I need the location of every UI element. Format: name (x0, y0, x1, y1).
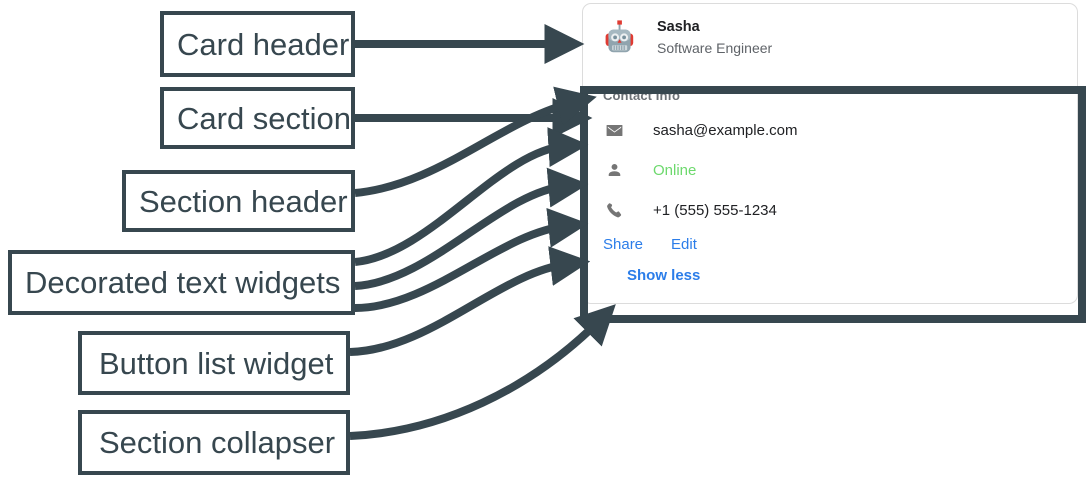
decorated-text-value: Online (653, 161, 697, 179)
edit-button[interactable]: Edit (671, 236, 697, 253)
decorated-text-widget-email: sasha@example.com (599, 117, 1061, 143)
card-header-text: Sasha Software Engineer (657, 18, 772, 58)
decorated-text-widget-status: Online (599, 157, 1061, 183)
card-header-title: Sasha (657, 19, 700, 36)
robot-avatar-icon (599, 16, 643, 60)
annotation-label-section-header: Section header (122, 170, 355, 232)
annotation-label-button-list-widget: Button list widget (78, 331, 350, 395)
annotation-label-text: Card header (177, 26, 350, 62)
section-collapser-button[interactable]: Show less (627, 267, 701, 284)
share-button[interactable]: Share (603, 236, 644, 253)
annotation-label-decorated-text-widgets: Decorated text widgets (8, 250, 355, 315)
arrow-decorated-2 (354, 167, 589, 290)
section-header: Contact Info (603, 88, 681, 103)
card-header-subtitle: Software Engineer (657, 39, 773, 56)
arrow-section-header (354, 86, 597, 197)
card-section: Contact Info sasha@example.com Online (583, 72, 1077, 303)
card-header: Sasha Software Engineer (583, 4, 1077, 72)
arrow-section-collapser (349, 304, 616, 440)
contact-card: Sasha Software Engineer Contact Info sas… (582, 3, 1078, 304)
annotation-label-text: Card section (177, 100, 352, 136)
person-icon (603, 159, 625, 181)
button-list-widget: Share Edit (603, 237, 1061, 252)
arrow-button-list (349, 246, 591, 356)
annotation-label-text: Section header (139, 183, 348, 219)
arrow-decorated-3 (354, 207, 589, 312)
arrow-decorated-1 (354, 127, 589, 266)
annotation-label-text: Button list widget (99, 345, 334, 381)
decorated-text-widget-phone: +1 (555) 555-1234 (599, 197, 1061, 223)
annotation-label-card-header: Card header (160, 11, 355, 77)
annotation-label-card-section: Card section (160, 87, 355, 149)
annotation-label-text: Decorated text widgets (25, 265, 341, 300)
annotation-label-text: Section collapser (99, 425, 336, 460)
decorated-text-value: +1 (555) 555-1234 (653, 201, 777, 219)
email-icon (603, 119, 625, 141)
decorated-text-value: sasha@example.com (653, 121, 798, 139)
phone-icon (603, 199, 625, 221)
annotation-label-section-collapser: Section collapser (78, 410, 350, 475)
